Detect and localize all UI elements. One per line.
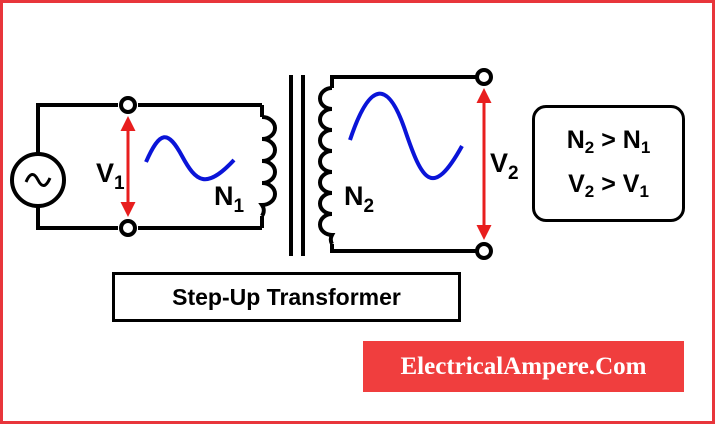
primary-circuit: [36, 103, 264, 230]
label-n2: N2: [344, 181, 374, 217]
relation-voltage: V2 > V1: [568, 169, 649, 201]
secondary-terminal-bottom: [475, 242, 493, 260]
label-v2: V2: [490, 148, 519, 184]
primary-terminal-bottom: [119, 219, 137, 237]
secondary-terminal-top: [475, 68, 493, 86]
brand-banner[interactable]: ElectricalAmpere.Com: [363, 341, 684, 392]
relation-turns: N2 > N1: [566, 125, 651, 157]
primary-sine-wave-icon: [144, 135, 236, 182]
secondary-sine-wave-icon: [348, 91, 464, 181]
primary-terminal-top: [119, 96, 137, 114]
label-v1: V1: [96, 158, 125, 194]
secondary-circuit: [330, 75, 476, 253]
transformer-core: [289, 75, 305, 256]
label-n1: N1: [214, 181, 245, 217]
secondary-coil-icon: [318, 86, 336, 245]
ac-source-icon: [10, 152, 66, 208]
relations-box: N2 > N1 V2 > V1: [532, 105, 685, 222]
diagram-title: Step-Up Transformer: [112, 272, 461, 322]
primary-coil-icon: [258, 115, 277, 218]
